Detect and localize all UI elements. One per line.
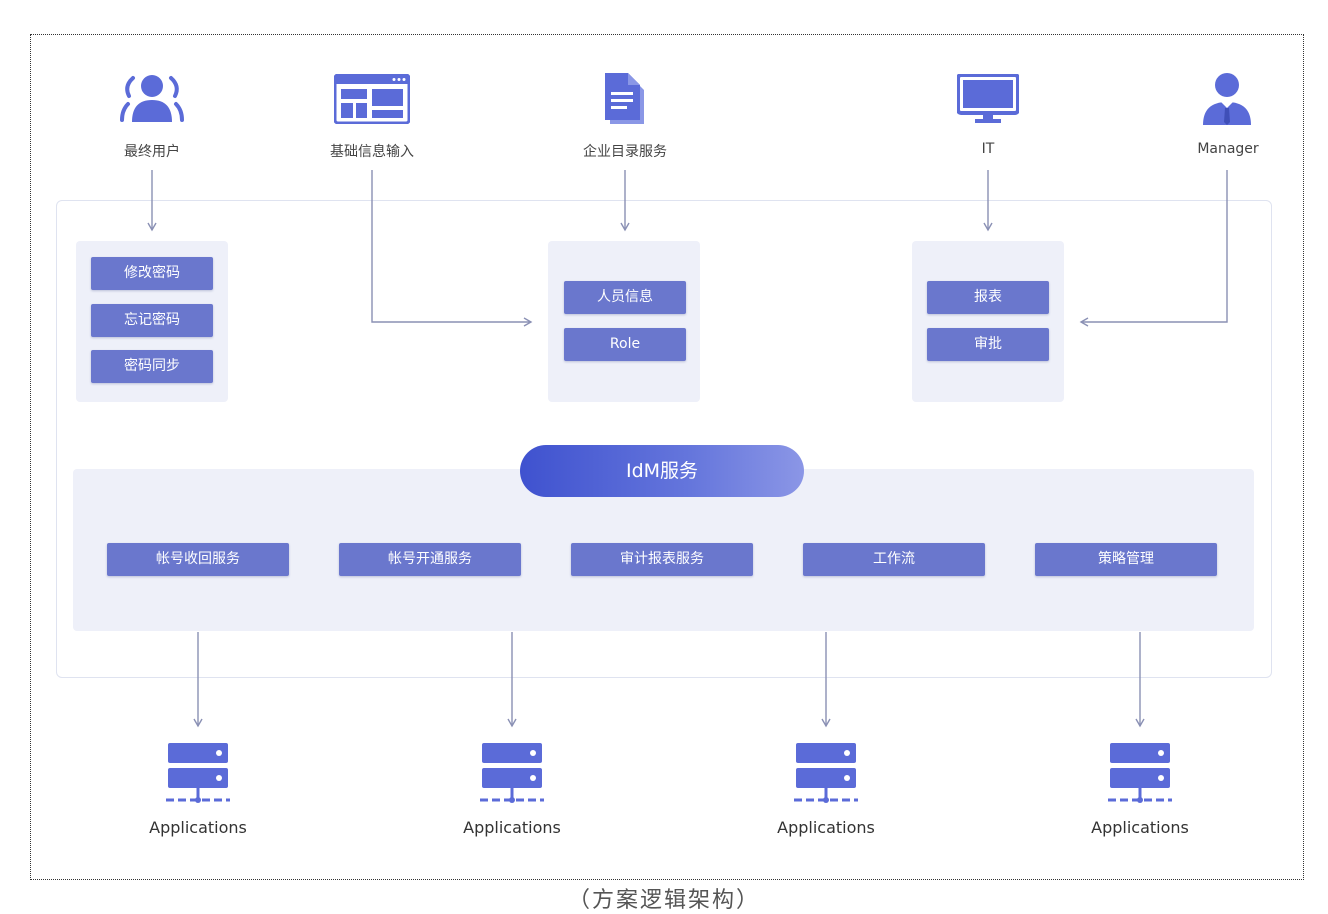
server-icon (1108, 743, 1172, 803)
actor-basic-info-label: 基础信息输入 (330, 144, 414, 160)
forgot-password-button[interactable]: 忘记密码 (91, 304, 213, 337)
server-icon (480, 743, 544, 803)
actor-manager-label: Manager (1197, 141, 1259, 157)
server-icon (794, 743, 858, 803)
application-label: Applications (1091, 818, 1189, 837)
application-label: Applications (463, 818, 561, 837)
idm-service-title: IdM服务 (520, 445, 804, 497)
web-form-icon (334, 74, 410, 124)
account-provision-service-button[interactable]: 帐号开通服务 (339, 543, 521, 576)
users-icon (120, 75, 184, 122)
workflow-button[interactable]: 工作流 (803, 543, 985, 576)
application-label: Applications (149, 818, 247, 837)
actor-it-label: IT (981, 141, 995, 157)
arrow-manager-to-report (1079, 170, 1228, 327)
server-icon (166, 743, 230, 803)
role-button[interactable]: Role (564, 328, 686, 361)
report-button[interactable]: 报表 (927, 281, 1049, 314)
application-label: Applications (777, 818, 875, 837)
change-password-button[interactable]: 修改密码 (91, 257, 213, 290)
audit-report-service-button[interactable]: 审计报表服务 (571, 543, 753, 576)
account-revoke-service-button[interactable]: 帐号收回服务 (107, 543, 289, 576)
manager-icon (1203, 73, 1251, 125)
monitor-icon (957, 74, 1019, 123)
arrow-basicinfo-to-identity (371, 170, 533, 327)
diagram-frame (30, 34, 1304, 880)
identity-panel (548, 241, 700, 402)
figure-caption: （方案逻辑架构） (567, 888, 760, 913)
report-panel (912, 241, 1064, 402)
system-boundary (56, 200, 1272, 678)
policy-management-button[interactable]: 策略管理 (1035, 543, 1217, 576)
person-info-button[interactable]: 人员信息 (564, 281, 686, 314)
actor-end-user-label: 最终用户 (124, 144, 180, 160)
approval-button[interactable]: 审批 (927, 328, 1049, 361)
document-icon (605, 73, 644, 124)
actor-directory-label: 企业目录服务 (583, 144, 667, 160)
password-sync-button[interactable]: 密码同步 (91, 350, 213, 383)
